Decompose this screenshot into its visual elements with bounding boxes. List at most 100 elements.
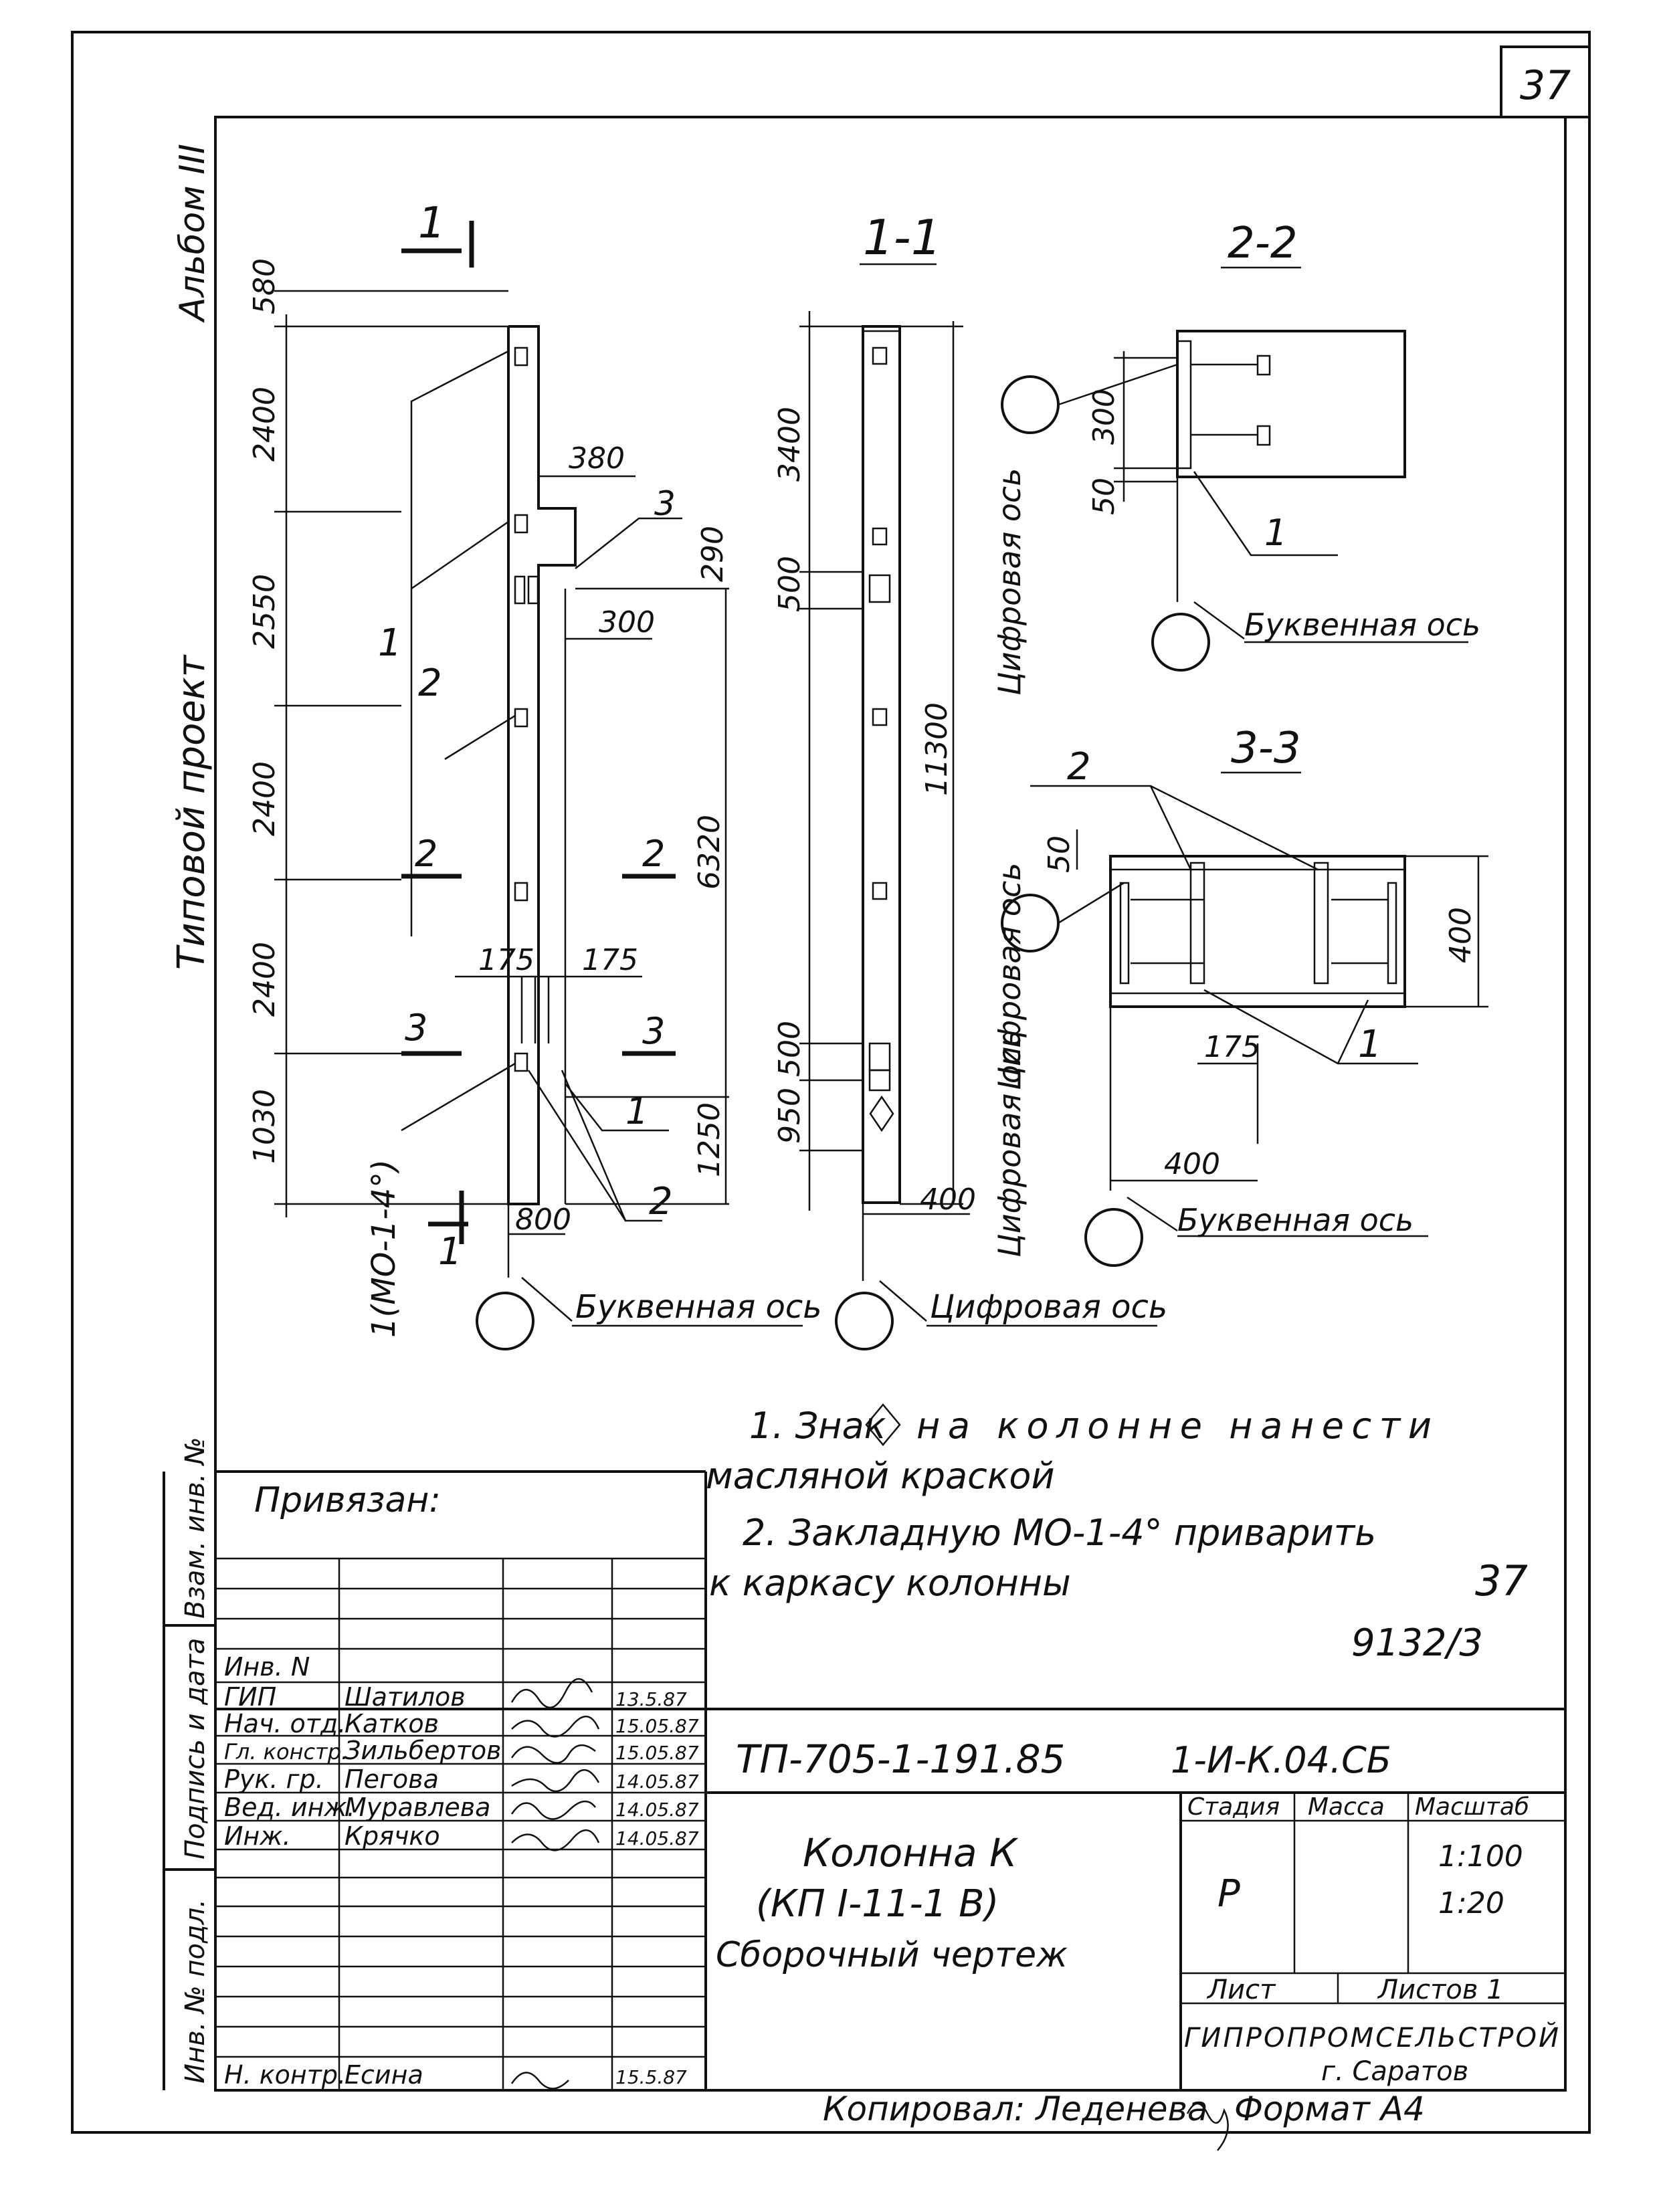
tb-name-5: Крячко xyxy=(345,1821,440,1851)
elev-cut-3-right: 3 xyxy=(642,1010,665,1052)
tb-scale-1: 1:100 xyxy=(1438,1839,1523,1874)
note-3: 2. Закладную МО-1-4° приварить xyxy=(743,1512,1376,1554)
elev-leader-1: 1 xyxy=(378,621,402,665)
sec33-dim-175: 175 xyxy=(1204,1030,1260,1064)
tb-date-0: 13.5.87 xyxy=(615,1688,687,1710)
elev-dim-1030: 1030 xyxy=(248,1089,282,1164)
tb-stage-value: Р xyxy=(1217,1872,1240,1916)
sec11-dim-500-b: 500 xyxy=(773,1021,807,1077)
sec22-dim-300: 300 xyxy=(1087,389,1121,445)
stamp-replacement: Взам. инв. № xyxy=(180,1437,211,1619)
section-2-2: 2-2 300 50 1 Буквенная ось xyxy=(1001,219,1480,672)
sec33-title: 3-3 xyxy=(1231,724,1301,773)
tb-item-title-3: Сборочный чертеж xyxy=(716,1935,1068,1975)
sec22-leader-1: 1 xyxy=(1264,512,1287,554)
sec11-axis-mid: Цифровая ось xyxy=(991,1030,1028,1258)
tb-sheets-label: Листов 1 xyxy=(1377,1975,1504,2005)
sec11-dim-11300: 11300 xyxy=(920,702,954,796)
title-block: Привязан: Инв. N ГИП Нач. отд. Гл. конст… xyxy=(215,1470,1565,2090)
page-number: 37 xyxy=(1520,62,1571,109)
tb-norm-label: Н. контр. xyxy=(224,2060,346,2090)
elevation-section-mark-top: 1 xyxy=(418,199,446,248)
album-label: Альбом III xyxy=(173,144,213,323)
tb-date-4: 14.05.87 xyxy=(615,1799,699,1821)
elev-dim-1250: 1250 xyxy=(692,1102,726,1177)
sec11-axis-bottom: Цифровая ось xyxy=(930,1288,1167,1326)
tb-item-title-2: (КП I-11-1 В) xyxy=(756,1882,999,1926)
tb-date-2: 15.05.87 xyxy=(615,1742,699,1764)
tb-role-3: Рук. гр. xyxy=(224,1765,324,1794)
sec11-dim-3400: 3400 xyxy=(773,407,807,482)
tb-name-4: Муравлева xyxy=(345,1793,490,1822)
page-number-box xyxy=(1500,45,1591,118)
elev-dim-290: 290 xyxy=(696,526,730,582)
elev-cut-2-right: 2 xyxy=(642,833,665,875)
tb-code: 1-И-К.04.СБ xyxy=(1171,1739,1391,1781)
sec22-dim-50: 50 xyxy=(1087,478,1121,515)
elev-embed-label: 1(МО-1-4°) xyxy=(365,1159,403,1338)
elev-dim-300: 300 xyxy=(599,605,655,639)
tb-name-3: Пегова xyxy=(345,1765,439,1794)
sec22-title: 2-2 xyxy=(1228,219,1298,268)
note-1a: 1. Знак xyxy=(749,1405,886,1447)
tb-date-1: 15.05.87 xyxy=(615,1715,699,1737)
tb-date-5: 14.05.87 xyxy=(615,1827,699,1849)
elev-axis-label: Буквенная ось xyxy=(575,1288,822,1326)
tb-org: ГИПРОПРОМСЕЛЬСТРОЙ xyxy=(1184,2021,1559,2053)
note-2: масляной краской xyxy=(706,1455,1055,1497)
sec11-dim-500-a: 500 xyxy=(773,556,807,612)
sec33-leader-1: 1 xyxy=(1358,1023,1382,1066)
tb-role-2: Гл. констр. xyxy=(224,1739,348,1765)
tb-city: г. Саратов xyxy=(1321,2056,1468,2087)
elev-dim-2400-c: 2400 xyxy=(248,942,282,1017)
sec33-axis-side: Цифровая ось xyxy=(991,863,1028,1090)
tb-sheet-label: Лист xyxy=(1206,1975,1276,2005)
elev-leader-3: 3 xyxy=(654,484,676,523)
elev-dim-175-b: 175 xyxy=(582,943,638,977)
sec33-leader-2: 2 xyxy=(1067,745,1091,789)
elev-dim-380: 380 xyxy=(569,441,625,476)
elev-dim-2400-a: 2400 xyxy=(248,387,282,462)
outer-frame xyxy=(71,31,1591,2134)
tb-name-1: Катков xyxy=(345,1709,439,1738)
sec33-axis-bottom: Буквенная ось xyxy=(1177,1202,1413,1238)
tb-col-stage: Стадия xyxy=(1187,1793,1280,1821)
tb-col-mass: Масса xyxy=(1308,1793,1385,1821)
tb-role-5: Инж. xyxy=(224,1821,291,1851)
elev-dim-800: 800 xyxy=(515,1203,571,1237)
sec33-dim-50: 50 xyxy=(1042,835,1076,873)
elev-cut-3-left: 3 xyxy=(405,1007,427,1049)
elev-cut-2-left: 2 xyxy=(415,833,437,875)
tb-date-3: 14.05.87 xyxy=(615,1771,699,1793)
tb-role-4: Вед. инж. xyxy=(224,1793,355,1822)
tb-norm-date: 15.5.87 xyxy=(615,2066,687,2088)
stamp-inv-original: Инв. № подл. xyxy=(180,1899,211,2084)
note-1b: на колонне нанести xyxy=(916,1405,1432,1447)
sec11-axis-top: Цифровая ось xyxy=(991,468,1028,696)
inner-frame xyxy=(214,116,1567,2092)
section-3-3: 3-3 50 400 2 1 175 40 xyxy=(991,724,1488,1267)
stamp-signature-date: Подпись и дата xyxy=(180,1638,211,1859)
sec33-dim-400-right: 400 xyxy=(1444,907,1478,963)
tb-bound-label: Привязан: xyxy=(254,1480,441,1520)
doc-ref: 9132/3 xyxy=(1351,1621,1483,1665)
tb-name-2: Зильбертов xyxy=(345,1736,501,1765)
side-stamps: Взам. инв. № Подпись и дата Инв. № подл. xyxy=(163,1437,215,2090)
sec33-dim-400-bottom: 400 xyxy=(1164,1147,1220,1181)
tb-norm-name: Есина xyxy=(345,2060,423,2090)
elev-dim-2400-b: 2400 xyxy=(248,761,282,836)
tb-inv-label: Инв. N xyxy=(224,1652,310,1682)
footer-copied: Копировал: Леденева xyxy=(823,2090,1208,2128)
sheet-ref: 37 xyxy=(1475,1556,1528,1605)
tb-name-0: Шатилов xyxy=(345,1682,466,1712)
elev-section-mark-bottom: 1 xyxy=(438,1230,462,1274)
note-4: к каркасу колонны xyxy=(709,1562,1071,1604)
sec22-axis-label: Буквенная ось xyxy=(1244,607,1480,643)
tb-role-0: ГИП xyxy=(224,1682,276,1712)
elev-dim-6320: 6320 xyxy=(692,815,726,890)
elev-dim-175-a: 175 xyxy=(478,943,534,977)
tb-col-scale: Масштаб xyxy=(1415,1793,1529,1821)
elev-dim-2550: 2550 xyxy=(248,574,282,649)
tb-item-title-1: Колонна К xyxy=(803,1830,1019,1876)
